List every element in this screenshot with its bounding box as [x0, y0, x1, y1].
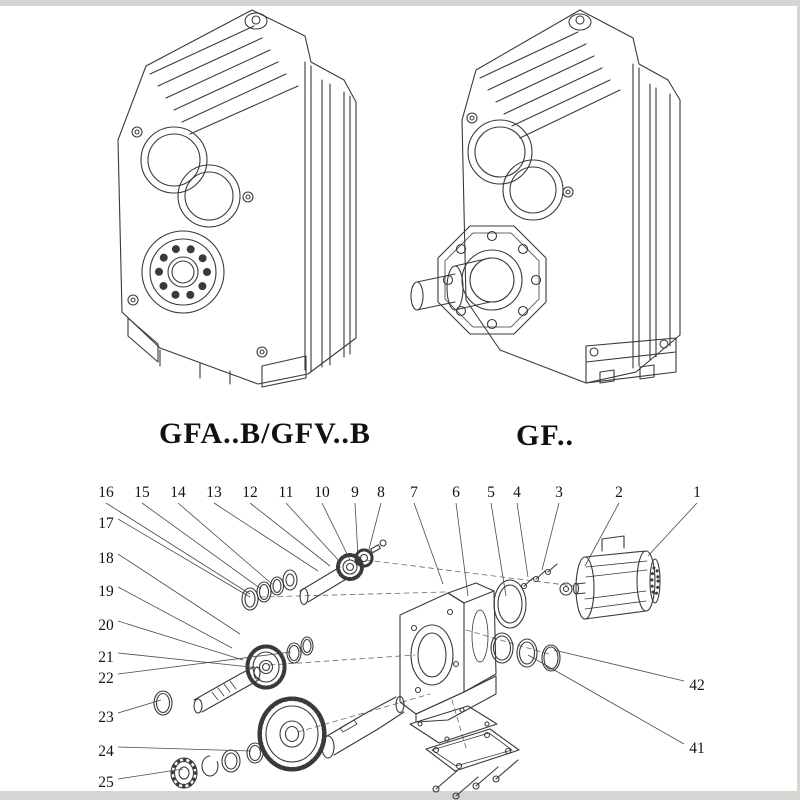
- cooling-ribs: [479, 31, 621, 139]
- output-shaft-assembly: [170, 695, 405, 789]
- input-bore: [140, 126, 208, 194]
- callout-7: 7: [410, 484, 418, 501]
- callout-14: 14: [170, 484, 186, 501]
- lifting-lug-hole: [575, 15, 585, 25]
- lifting-lug-hole: [251, 15, 261, 25]
- lifting-lug: [568, 13, 592, 31]
- side-ribs: [304, 61, 351, 372]
- callout-21: 21: [98, 649, 114, 666]
- callout-20: 20: [98, 617, 114, 634]
- housing-silhouette: [461, 9, 681, 384]
- page-edge-bottom: [0, 791, 800, 800]
- callout-24: 24: [98, 743, 114, 760]
- output-flange: [437, 225, 547, 335]
- callout-11: 11: [279, 484, 294, 501]
- assembly-axis-lines: [259, 559, 575, 749]
- leader-lines-right: [527, 649, 685, 745]
- callout-16: 16: [98, 484, 114, 501]
- callout-2: 2: [615, 484, 623, 501]
- gearbox-drawing-gf: [410, 9, 681, 384]
- callout-42: 42: [689, 677, 705, 694]
- gearbox-drawing-gfab: [117, 9, 357, 388]
- callout-8: 8: [377, 484, 385, 501]
- output-bearing: [141, 230, 225, 314]
- callout-12: 12: [242, 484, 258, 501]
- callout-41: 41: [689, 740, 705, 757]
- input-bore: [467, 119, 533, 185]
- part-callouts: 16 15 14 13 12 11 10 9 8 7 6 5 4 3 2 1 1…: [98, 484, 705, 791]
- callout-25: 25: [98, 774, 114, 791]
- bolt-set: [520, 563, 558, 590]
- callout-10: 10: [314, 484, 330, 501]
- electric-motor: [559, 535, 661, 620]
- callout-23: 23: [98, 709, 114, 726]
- callout-5: 5: [487, 484, 495, 501]
- model-label-gf: GF..: [516, 419, 574, 452]
- housing-silhouette: [117, 9, 357, 385]
- callout-6: 6: [452, 484, 460, 501]
- leader-lines-top: [105, 502, 698, 597]
- page-edge-right: [797, 0, 800, 800]
- callout-13: 13: [206, 484, 222, 501]
- callout-4: 4: [513, 484, 521, 501]
- bolt-holes: [466, 112, 669, 357]
- intermediate-bore: [502, 159, 564, 221]
- callout-15: 15: [134, 484, 150, 501]
- mounting-feet: [127, 317, 307, 388]
- intermediate-shaft-assembly: [153, 636, 314, 716]
- exploded-view: [153, 535, 661, 800]
- flange-gasket-ring: [493, 579, 527, 629]
- input-shaft-assembly: [241, 539, 387, 611]
- lifting-lug: [244, 12, 268, 30]
- gear-housing: [399, 582, 497, 723]
- leader-lines: [105, 502, 698, 780]
- page-edge-top: [0, 0, 800, 6]
- bolt-holes: [127, 126, 268, 358]
- output-shaft: [410, 257, 491, 311]
- callout-22: 22: [98, 670, 114, 687]
- callout-19: 19: [98, 583, 114, 600]
- callout-18: 18: [98, 550, 114, 567]
- callout-9: 9: [351, 484, 359, 501]
- callout-1: 1: [693, 484, 701, 501]
- leader-lines-left: [117, 518, 292, 780]
- callout-3: 3: [555, 484, 563, 501]
- callout-17: 17: [98, 515, 114, 532]
- intermediate-bore: [177, 164, 241, 228]
- cooling-ribs: [149, 25, 299, 135]
- base-feet: [585, 337, 677, 384]
- housing-cover-assembly: [409, 705, 520, 800]
- model-label-gfab: GFA..B/GFV..B: [159, 417, 371, 450]
- side-ribs: [632, 63, 671, 369]
- retaining-rings: [490, 632, 561, 672]
